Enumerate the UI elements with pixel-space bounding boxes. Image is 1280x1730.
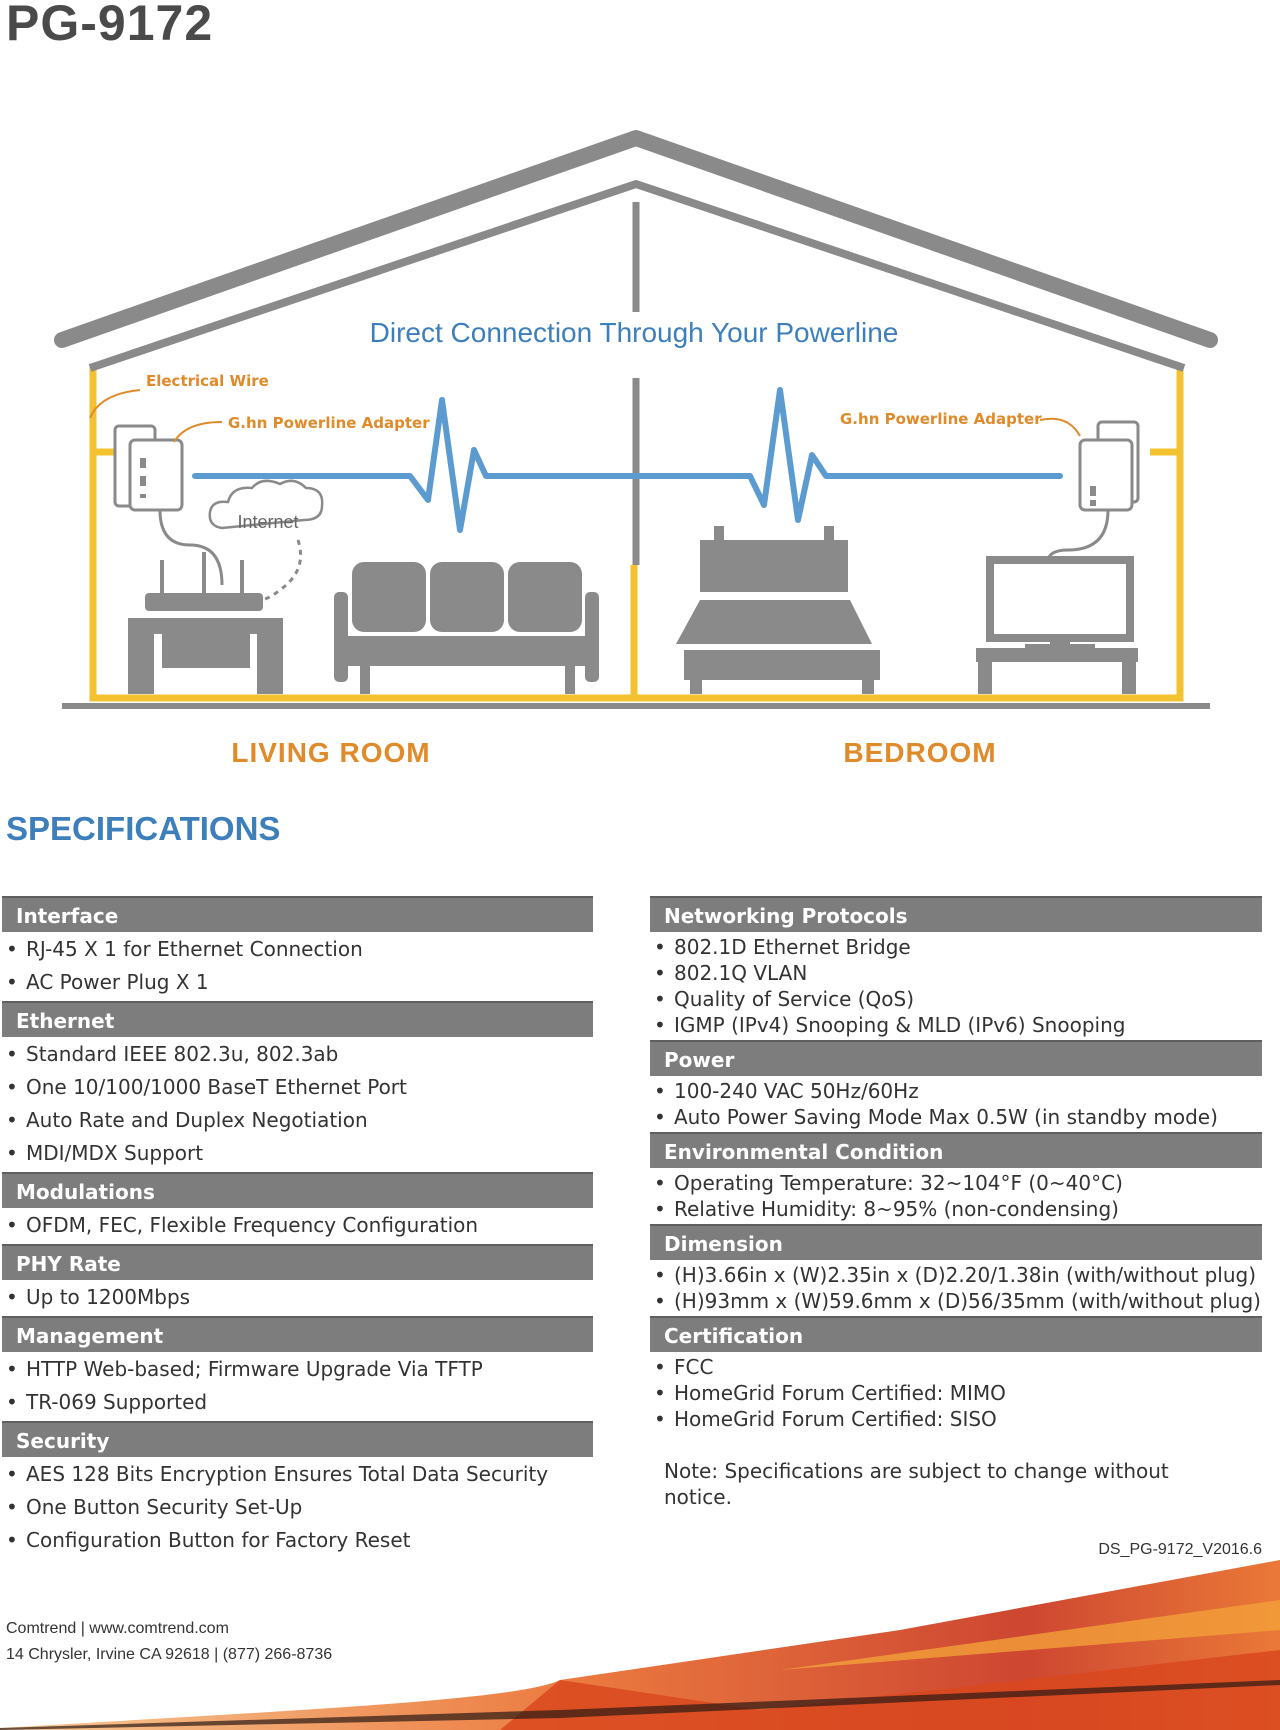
spec-list: Operating Temperature: 32~104°F (0~40°C)… — [650, 1168, 1262, 1224]
section-header: Certification — [650, 1316, 1262, 1352]
spec-item: AES 128 Bits Encryption Ensures Total Da… — [2, 1458, 593, 1491]
spec-item: AC Power Plug X 1 — [2, 966, 593, 999]
diagram-heading: Direct Connection Through Your Powerline — [370, 317, 899, 348]
room-label-living: LIVING ROOM — [231, 737, 430, 768]
adapter-right-label: G.hn Powerline Adapter — [840, 410, 1042, 428]
section-header: Networking Protocols — [650, 896, 1262, 932]
section-header: Dimension — [650, 1224, 1262, 1260]
spec-item: HomeGrid Forum Certified: MIMO — [650, 1380, 1262, 1406]
section-header: Environmental Condition — [650, 1132, 1262, 1168]
spec-item: Configuration Button for Factory Reset — [2, 1524, 593, 1557]
spec-list: OFDM, FEC, Flexible Frequency Configurat… — [2, 1208, 593, 1244]
internet-label: Internet — [237, 512, 298, 532]
spec-item: One Button Security Set-Up — [2, 1491, 593, 1524]
section-header: Ethernet — [2, 1001, 593, 1037]
section-header: Interface — [2, 896, 593, 932]
spec-item: RJ-45 X 1 for Ethernet Connection — [2, 933, 593, 966]
spec-list: AES 128 Bits Encryption Ensures Total Da… — [2, 1457, 593, 1559]
spec-item: IGMP (IPv4) Snooping & MLD (IPv6) Snoopi… — [650, 1012, 1262, 1038]
section-header: PHY Rate — [2, 1244, 593, 1280]
spec-item: OFDM, FEC, Flexible Frequency Configurat… — [2, 1209, 593, 1242]
section-header: Management — [2, 1316, 593, 1352]
room-label-bedroom: BEDROOM — [843, 737, 996, 768]
spec-list: 802.1D Ethernet Bridge802.1Q VLANQuality… — [650, 932, 1262, 1040]
spec-item: (H)93mm x (W)59.6mm x (D)56/35mm (with/w… — [650, 1288, 1262, 1314]
adapter-left-label: G.hn Powerline Adapter — [228, 414, 430, 432]
spec-item: Auto Power Saving Mode Max 0.5W (in stan… — [650, 1104, 1262, 1130]
spec-item: HTTP Web-based; Firmware Upgrade Via TFT… — [2, 1353, 593, 1386]
spec-item: MDI/MDX Support — [2, 1137, 593, 1170]
spec-item: 802.1Q VLAN — [650, 960, 1262, 986]
section-header: Modulations — [2, 1172, 593, 1208]
spec-item: Operating Temperature: 32~104°F (0~40°C) — [650, 1170, 1262, 1196]
document-id: DS_PG-9172_V2016.6 — [1098, 1541, 1262, 1558]
house-diagram: Direct Connection Through Your Powerline… — [54, 130, 1218, 768]
spec-item: 100-240 VAC 50Hz/60Hz — [650, 1078, 1262, 1104]
section-header: Power — [650, 1040, 1262, 1076]
spec-list: HTTP Web-based; Firmware Upgrade Via TFT… — [2, 1352, 593, 1421]
spec-item: (H)3.66in x (W)2.35in x (D)2.20/1.38in (… — [650, 1262, 1262, 1288]
specs-left-column: InterfaceRJ-45 X 1 for Ethernet Connecti… — [2, 896, 593, 1559]
spec-item: Quality of Service (QoS) — [650, 986, 1262, 1012]
spec-item: TR-069 Supported — [2, 1386, 593, 1419]
spec-list: RJ-45 X 1 for Ethernet ConnectionAC Powe… — [2, 932, 593, 1001]
spec-note: Note: Specifications are subject to chan… — [664, 1459, 1169, 1509]
spec-item: FCC — [650, 1354, 1262, 1380]
footer-contact: Comtrend | www.comtrend.com — [6, 1620, 229, 1637]
spec-list: Standard IEEE 802.3u, 802.3abOne 10/100/… — [2, 1037, 593, 1172]
spec-item: Up to 1200Mbps — [2, 1281, 593, 1314]
footer-swoosh — [0, 1560, 1280, 1730]
section-header: Security — [2, 1421, 593, 1457]
specifications-heading: SPECIFICATIONS — [6, 810, 281, 847]
spec-list: 100-240 VAC 50Hz/60HzAuto Power Saving M… — [650, 1076, 1262, 1132]
spec-list: FCCHomeGrid Forum Certified: MIMOHomeGri… — [650, 1352, 1262, 1434]
page-title: PG-9172 — [6, 0, 214, 51]
spec-item: Relative Humidity: 8~95% (non-condensing… — [650, 1196, 1262, 1222]
spec-item: One 10/100/1000 BaseT Ethernet Port — [2, 1071, 593, 1104]
spec-item: HomeGrid Forum Certified: SISO — [650, 1406, 1262, 1432]
spec-item: Auto Rate and Duplex Negotiation — [2, 1104, 593, 1137]
spec-item: 802.1D Ethernet Bridge — [650, 934, 1262, 960]
spec-list: (H)3.66in x (W)2.35in x (D)2.20/1.38in (… — [650, 1260, 1262, 1316]
spec-item: Standard IEEE 802.3u, 802.3ab — [2, 1038, 593, 1071]
footer-address: 14 Chrysler, Irvine CA 92618 | (877) 266… — [6, 1646, 333, 1663]
spec-list: Up to 1200Mbps — [2, 1280, 593, 1316]
electrical-wire-label: Electrical Wire — [146, 372, 269, 390]
specs-right-column: Networking Protocols802.1D Ethernet Brid… — [650, 896, 1262, 1510]
